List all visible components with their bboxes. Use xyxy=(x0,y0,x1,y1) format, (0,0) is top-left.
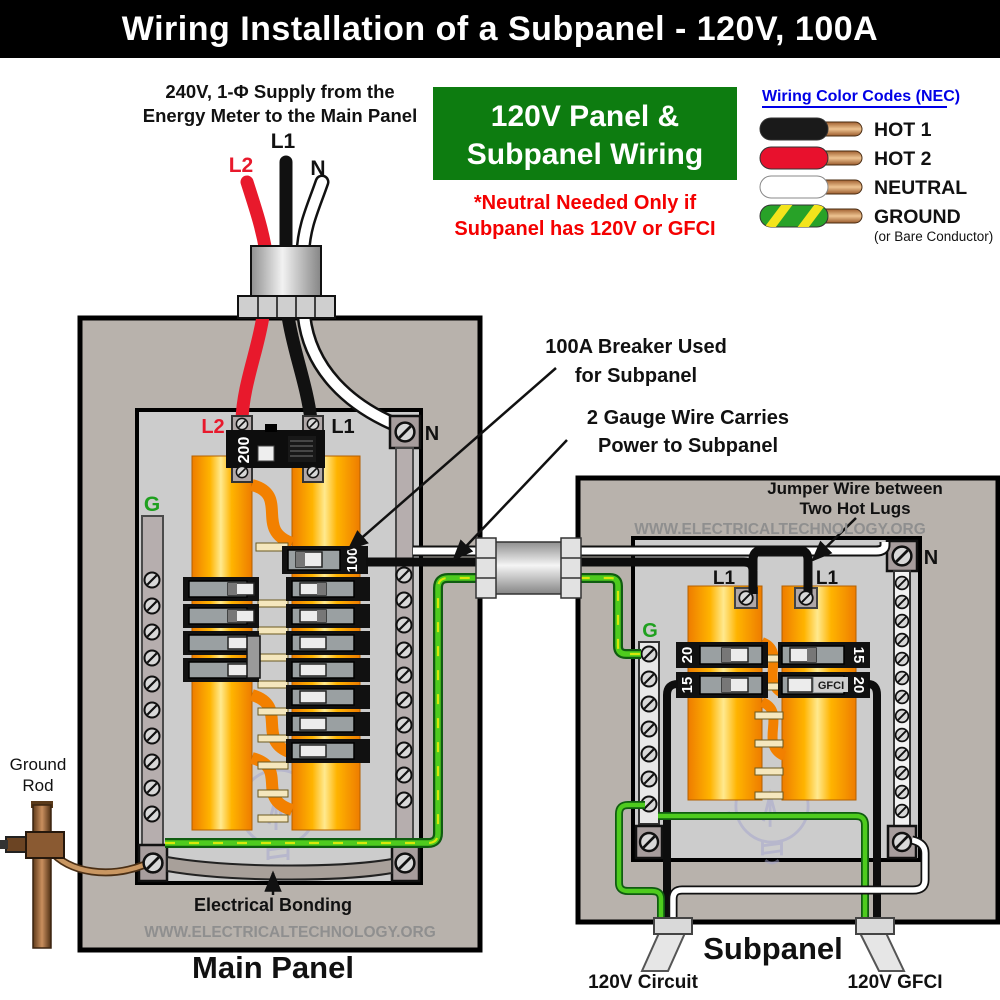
breaker-15a-left: 15 xyxy=(676,672,768,698)
supply-note-line2: Energy Meter to the Main Panel xyxy=(143,105,417,126)
right-branch-breakers xyxy=(286,577,370,763)
arrow-to-feed-wire xyxy=(452,439,568,561)
ground-rod-label-line1: Ground xyxy=(10,755,67,774)
arrow-to-jumper xyxy=(811,517,857,562)
legend-hot2-label: HOT 2 xyxy=(874,148,932,170)
subpanel-neutral-bar xyxy=(885,539,919,860)
breaker-note-line2: for Subpanel xyxy=(575,365,697,387)
l2-hot-wire xyxy=(235,309,270,427)
main-breaker-rating: 200 xyxy=(236,437,253,464)
legend-ground-label: GROUND xyxy=(874,206,961,228)
sub-l1-left-label: L1 xyxy=(713,568,736,589)
main-watermark: WWW.ELECTRICALTECHNOLOGY.ORG xyxy=(144,924,436,941)
neutral-service-wire xyxy=(299,311,399,429)
subpanel-ground-bar xyxy=(634,641,664,860)
wiring-color-legend: Wiring Color Codes (NEC) xyxy=(759,88,993,244)
green-title-box: 120V Panel & Subpanel Wiring xyxy=(433,87,737,180)
conduit-120v-circuit xyxy=(640,932,687,972)
main-g-label: G xyxy=(144,493,160,516)
l1-label: L1 xyxy=(271,130,296,153)
subpanel-watermark: WWW.ELECTRICALTECHNOLOGY.ORG xyxy=(634,521,926,538)
main-panel-title: Main Panel xyxy=(192,950,354,985)
main-breaker-200a: 200 xyxy=(226,415,325,483)
jumper-note-line1: Jumper Wire between xyxy=(767,479,943,498)
legend-neutral-swatch xyxy=(759,175,863,199)
subfeed-breaker-100a: 100 xyxy=(282,546,368,574)
service-wires-interior xyxy=(235,308,402,432)
neutral-note-line2: Subpanel has 120V or GFCI xyxy=(454,218,715,240)
output-conduits xyxy=(640,917,906,972)
annotation-arrows xyxy=(264,367,857,895)
branch-neutral xyxy=(668,835,930,928)
legend-hot2-swatch xyxy=(759,146,863,170)
sub-l1-right-label: L1 xyxy=(816,568,839,589)
main-n-label: N xyxy=(425,423,439,445)
rod-clamp xyxy=(0,831,65,859)
l1-hot-wire xyxy=(281,309,318,427)
legend-hot1-label: HOT 1 xyxy=(874,119,932,141)
main-l1-label: L1 xyxy=(331,416,354,438)
branch-ground-right xyxy=(658,812,869,928)
output-right-label: 120V GFCI xyxy=(847,972,942,993)
supply-note-line1: 240V, 1-Φ Supply from the xyxy=(165,81,394,102)
branch-hot-left xyxy=(663,680,679,928)
green-box-line1: 120V Panel & xyxy=(491,100,679,133)
wire-note-line2: Power to Subpanel xyxy=(598,435,778,457)
arrow-to-100a-breaker xyxy=(347,367,557,551)
n-label: N xyxy=(310,157,325,180)
left-branch-breakers xyxy=(183,577,261,682)
l2-hot-wire xyxy=(240,175,273,259)
svg-text:15: 15 xyxy=(850,647,867,664)
wire-note-line1: 2 Gauge Wire Carries xyxy=(587,407,789,429)
gfci-label: GFCI xyxy=(818,680,844,692)
legend-title-link[interactable]: Wiring Color Codes (NEC) xyxy=(762,88,960,105)
service-conduit xyxy=(237,245,336,319)
neutral-note-line1: *Neutral Needed Only if xyxy=(474,192,697,214)
bonding-label: Electrical Bonding xyxy=(194,895,352,915)
svg-text:20: 20 xyxy=(850,677,867,694)
labels: 240V, 1-Φ Supply from the Energy Meter t… xyxy=(10,81,994,993)
breaker-gfci-20a: GFCI 20 xyxy=(778,672,870,698)
ground-rod-label-line2: Rod xyxy=(22,776,53,795)
breaker-note-line1: 100A Breaker Used xyxy=(545,336,727,358)
neutral-service-wire xyxy=(298,177,327,257)
main-panel: 200 xyxy=(77,308,483,953)
sub-n-label: N xyxy=(924,547,938,569)
subpanel-title: Subpanel xyxy=(703,931,843,966)
output-left-label: 120V Circuit xyxy=(588,972,698,993)
breaker-15a-right: 15 xyxy=(778,642,870,668)
legend-ground-swatch xyxy=(759,204,863,228)
green-box-line2: Subpanel Wiring xyxy=(467,138,703,171)
subpanel: 20 15 15 xyxy=(575,475,1000,925)
jumper-note-line2: Two Hot Lugs xyxy=(799,499,910,518)
sub-g-label: G xyxy=(642,620,658,642)
neutral-feed-wire xyxy=(413,542,891,557)
svg-text:15: 15 xyxy=(679,677,696,694)
main-ground-bar xyxy=(137,515,169,883)
page-title: Wiring Installation of a Subpanel - 120V… xyxy=(121,9,879,48)
svg-text:20: 20 xyxy=(679,647,696,664)
title-banner: Wiring Installation of a Subpanel - 120V… xyxy=(0,0,1000,58)
bonding-strap xyxy=(166,855,393,881)
jumper-wire xyxy=(748,545,813,594)
branch-ground-left xyxy=(615,801,665,928)
breaker-20a-left: 20 xyxy=(676,642,768,668)
conduit-nipple xyxy=(475,537,582,599)
subpanel-interior xyxy=(631,536,922,862)
legend-hot1-swatch xyxy=(759,117,863,141)
l2-label: L2 xyxy=(229,154,254,177)
main-l2-label: L2 xyxy=(201,416,224,438)
subpanel-breakers: 20 15 15 xyxy=(676,642,870,698)
legend-neutral-label: NEUTRAL xyxy=(874,177,967,199)
conduit-120v-gfci xyxy=(858,932,906,972)
tandem-handle-tie xyxy=(246,635,261,679)
branch-hot-right xyxy=(867,680,881,928)
legend-ground-sublabel: (or Bare Conductor) xyxy=(874,229,993,244)
subfeed-breaker-rating: 100 xyxy=(344,547,361,572)
ground-rod xyxy=(0,801,164,949)
